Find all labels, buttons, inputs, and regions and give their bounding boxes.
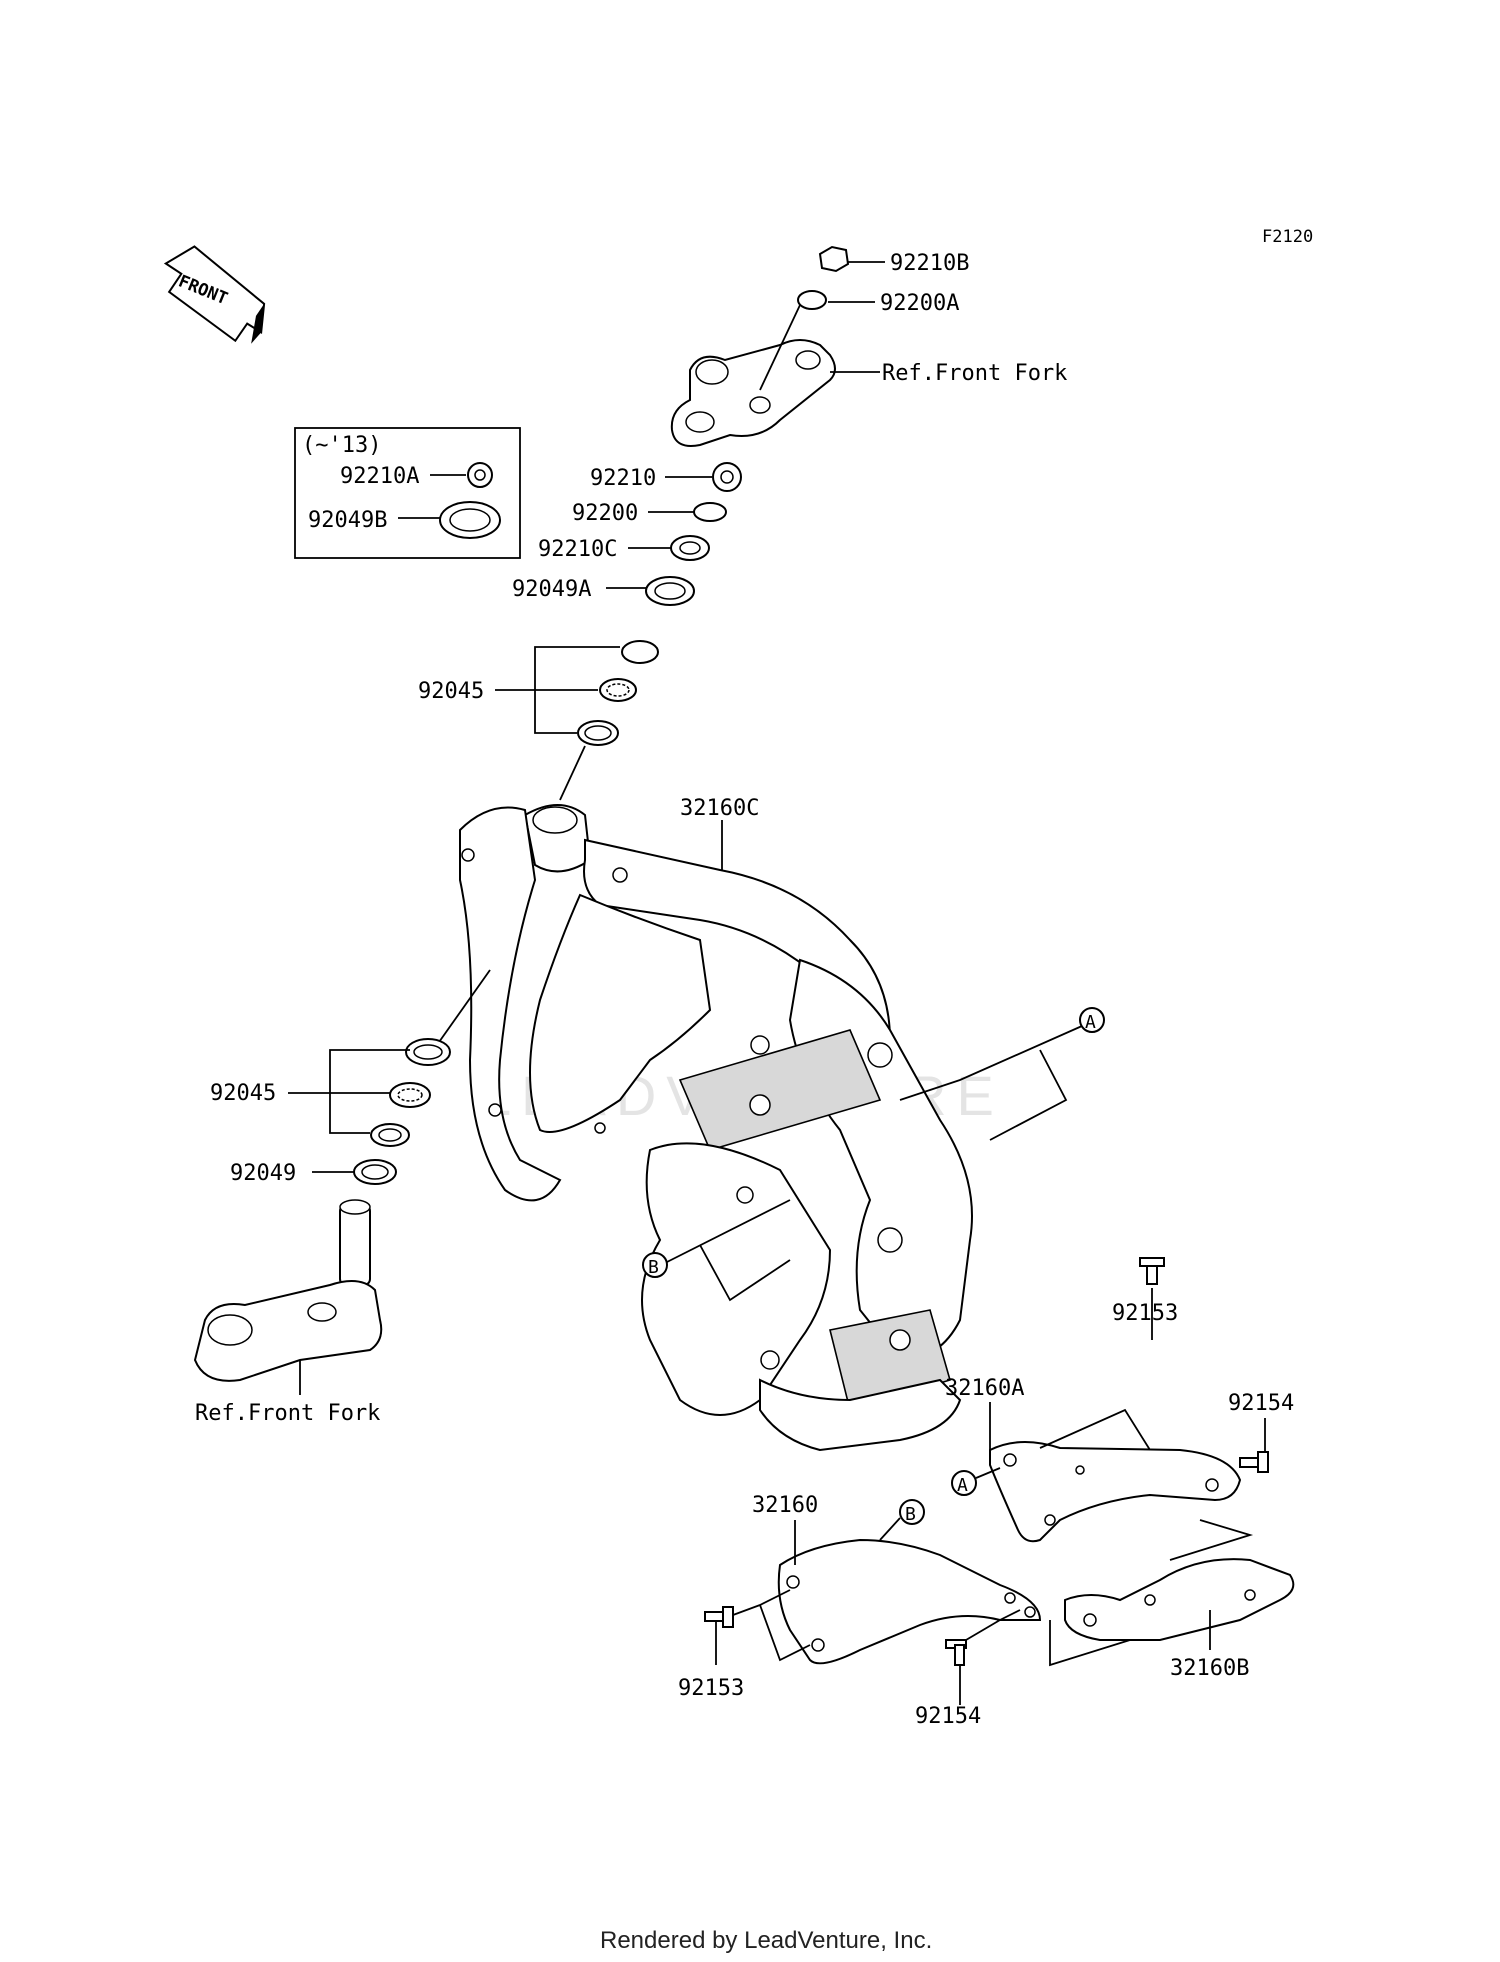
label-92049A: 92049A: [512, 577, 591, 602]
main-frame: [459, 804, 973, 1452]
callout-b-frame: [642, 1252, 668, 1278]
washer-92200: [693, 502, 727, 522]
callout-a-frame: [1079, 1007, 1105, 1033]
label-92210C: 92210C: [538, 537, 617, 562]
subframe-32160A: [989, 1408, 1242, 1543]
label-92049: 92049: [230, 1161, 296, 1186]
label-32160A: 32160A: [945, 1376, 1024, 1401]
callout-b-frame-letter: B: [648, 1257, 659, 1278]
label-92154-bottom: 92154: [915, 1704, 981, 1729]
bearing-set-upper: [495, 640, 659, 801]
label-92210: 92210: [590, 466, 656, 491]
label-92210A: 92210A: [340, 464, 419, 489]
diagram-code: F2120: [1262, 227, 1313, 247]
label-32160: 32160: [752, 1493, 818, 1518]
lower-triple-clamp: [193, 1199, 383, 1395]
box-pre-2013: (~'13): [294, 427, 521, 559]
washer-92200A: [797, 290, 827, 310]
label-92154-top: 92154: [1228, 1391, 1294, 1416]
front-arrow-icon: FRONT: [163, 245, 266, 344]
callout-a-frame-letter: A: [1085, 1012, 1096, 1033]
bolt-92153-top: [1139, 1257, 1165, 1340]
label-92200: 92200: [572, 501, 638, 526]
callout-b-sub: [899, 1499, 925, 1525]
upper-triple-clamp: [670, 304, 880, 447]
nut-92210B: [818, 245, 885, 273]
leader-a-frame: [899, 1025, 1083, 1101]
ref-front-fork-bottom: Ref.Front Fork: [195, 1401, 380, 1426]
callout-a-sub-letter: A: [957, 1475, 968, 1496]
nut-92210: [665, 462, 742, 492]
label-92153-top: 92153: [1112, 1301, 1178, 1326]
label-32160B: 32160B: [1170, 1656, 1249, 1681]
label-32160C: 32160C: [680, 796, 759, 821]
label-92045-lower: 92045: [210, 1081, 276, 1106]
bearing-set-lower: [288, 969, 491, 1147]
footer-credit: Rendered by LeadVenture, Inc.: [600, 1927, 932, 1954]
label-92200A: 92200A: [880, 291, 959, 316]
bolt-92153-bottom: [704, 1589, 811, 1665]
callout-a-sub: [951, 1470, 977, 1496]
callout-b-sub-letter: B: [905, 1504, 916, 1525]
subframe-32160: [777, 1520, 1042, 1665]
label-92153-bottom: 92153: [678, 1676, 744, 1701]
box-note: (~'13): [302, 433, 381, 458]
ref-front-fork-top: Ref.Front Fork: [882, 361, 1067, 386]
label-92049B: 92049B: [308, 508, 387, 533]
label-92045-upper: 92045: [418, 679, 484, 704]
bolt-92154-top: [1239, 1418, 1269, 1473]
label-92210B: 92210B: [890, 251, 969, 276]
subframe-32160B: [1049, 1519, 1295, 1667]
leader-b-frame: [666, 1199, 791, 1263]
bolt-92154-bottom: [945, 1609, 1021, 1705]
